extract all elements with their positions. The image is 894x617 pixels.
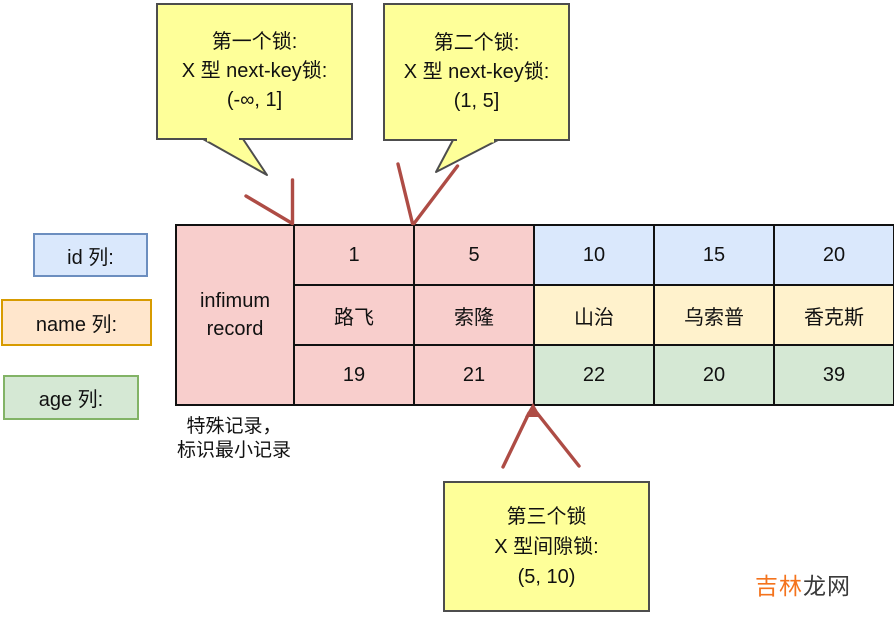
first-lock-type: X 型 next-key锁: bbox=[181, 60, 328, 82]
age-cell-20: 39 bbox=[773, 344, 894, 406]
second-lock-title: 第二个锁: bbox=[433, 31, 520, 54]
age-row: 19 21 22 20 39 bbox=[176, 344, 894, 406]
first-callout-tail bbox=[202, 138, 268, 176]
age-cell-1: 19 bbox=[293, 344, 415, 406]
name-cell-10: 山治 bbox=[533, 284, 655, 346]
name-column-label: name 列: bbox=[35, 314, 118, 336]
second-lock-line-b bbox=[412, 164, 460, 226]
third-lock-type: X 型间隙锁: bbox=[494, 535, 599, 558]
third-lock-line-b bbox=[535, 411, 581, 468]
id-column-label-box: id 列: bbox=[33, 233, 148, 277]
first-lock-callout: 第一个锁: X 型 next-key锁: (-∞, 1] bbox=[156, 3, 353, 140]
first-lock-range: (-∞, 1] bbox=[226, 89, 283, 111]
id-cell-5: 5 bbox=[413, 224, 535, 286]
infimum-note-line1: 特殊记录， bbox=[186, 416, 282, 437]
first-lock-title: 第一个锁: bbox=[211, 31, 298, 53]
name-cell-5: 索隆 bbox=[413, 284, 535, 346]
third-lock-line-a bbox=[501, 411, 531, 469]
id-cell-10: 10 bbox=[533, 224, 655, 286]
age-cell-5: 21 bbox=[413, 344, 535, 406]
id-cell-1: 1 bbox=[293, 224, 415, 286]
name-cell-15: 乌索普 bbox=[653, 284, 775, 346]
watermark-prefix: 吉林 bbox=[755, 573, 803, 599]
infimum-note: 特殊记录， 标识最小记录 bbox=[149, 415, 319, 463]
id-cell-15: 15 bbox=[653, 224, 775, 286]
name-cell-20: 香克斯 bbox=[773, 284, 894, 346]
third-lock-callout: 第三个锁 X 型间隙锁: (5, 10) bbox=[443, 481, 650, 612]
third-lock-range: (5, 10) bbox=[517, 565, 576, 588]
third-lock-title: 第三个锁 bbox=[506, 505, 587, 528]
id-cell-20: 20 bbox=[773, 224, 894, 286]
record-table: infimum record 1 5 10 15 20 路飞 索隆 山治 乌索普… bbox=[175, 224, 894, 406]
infimum-note-line2: 标识最小记录 bbox=[176, 440, 291, 461]
age-cell-15: 20 bbox=[653, 344, 775, 406]
id-row: infimum record 1 5 10 15 20 bbox=[175, 224, 894, 406]
first-lock-line-b bbox=[244, 194, 294, 225]
second-lock-callout: 第二个锁: X 型 next-key锁: (1, 5] bbox=[383, 3, 570, 141]
second-lock-range: (1, 5] bbox=[453, 89, 500, 112]
watermark-suffix: 龙网 bbox=[803, 573, 851, 599]
record-table-grid: infimum record 1 5 10 15 20 路飞 索隆 山治 乌索普… bbox=[175, 224, 894, 406]
second-lock-type: X 型 next-key锁: bbox=[403, 60, 550, 83]
id-column-label: id 列: bbox=[67, 246, 114, 269]
name-column-label-box: name 列: bbox=[1, 299, 152, 346]
infimum-record-cell: infimum record bbox=[175, 224, 295, 406]
age-column-label: age 列: bbox=[38, 389, 104, 411]
age-column-label-box: age 列: bbox=[3, 375, 139, 420]
name-cell-1: 路飞 bbox=[293, 284, 415, 346]
age-cell-10: 22 bbox=[533, 344, 655, 406]
second-lock-line-a bbox=[396, 162, 415, 226]
name-row: 路飞 索隆 山治 乌索普 香克斯 bbox=[176, 284, 894, 346]
watermark: 吉林龙网 bbox=[755, 567, 851, 601]
second-callout-tail bbox=[435, 139, 499, 173]
